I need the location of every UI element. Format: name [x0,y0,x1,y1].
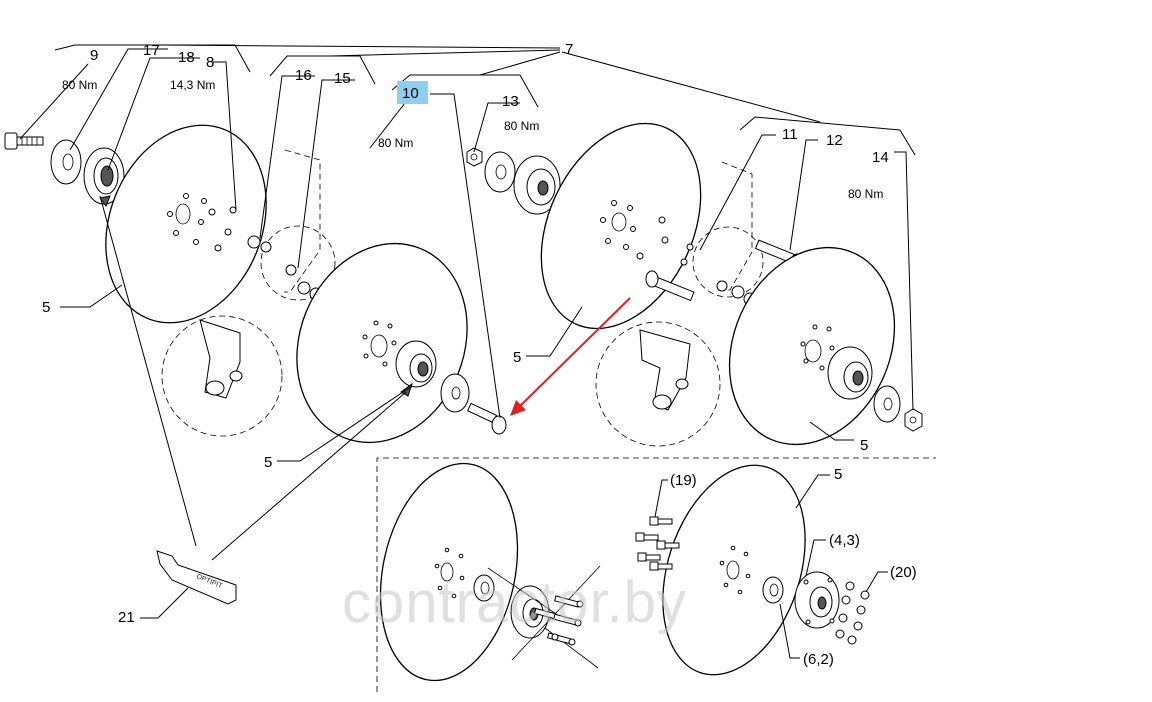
lower-right-arm-detail [595,321,721,447]
torque-9: 80 Nm [62,78,97,92]
callout-13: 13 [502,93,519,110]
torque-10: 80 Nm [378,136,413,150]
disc-right-upper-bolts [600,200,694,266]
callout-labels: 7 9 80 Nm 17 18 8 14,3 Nm 16 15 10 80 Nm… [42,41,917,668]
callout-10-highlight [397,81,428,104]
hub-lower-left [395,340,437,397]
callout-8: 8 [206,54,214,71]
hub-18 [83,147,125,208]
watermark: contractor.by [342,570,687,635]
lower-left-arm-detail [161,315,283,437]
callout-6-2: (6,2) [803,651,834,668]
callout-7: 7 [565,41,573,58]
callout-5-upper-left: 5 [42,299,50,316]
callout-5-right-lower: 5 [860,437,868,454]
disc-right-lower [728,246,896,446]
disc-right-lower-holes [800,324,835,371]
bolt-10 [466,402,507,435]
inset-bearing-left [473,574,495,602]
inset-hub-right [794,571,840,629]
callout-5-inset: 5 [834,466,842,483]
callout-9: 9 [90,47,98,64]
nut-14 [904,408,923,432]
inset-disc-right-holes [719,545,751,595]
inset-detail [376,457,936,692]
hub-right-lower [827,346,873,400]
inset-nuts-20 [835,581,870,645]
inset-hub-left [510,585,550,639]
callout-5-right-upper: 5 [513,349,521,366]
bolt-11 [645,270,695,302]
disc-upper-left-bolts [167,193,237,252]
callout-15: 15 [334,70,351,87]
right-assembly [466,122,923,447]
callout-4-3: (4,3) [829,532,860,549]
callout-18: 18 [178,49,195,66]
inset-disc-left-holes [434,547,465,599]
torque-8: 14,3 Nm [170,78,215,92]
callout-14: 14 [872,149,889,166]
inset-bearing-right [762,576,784,604]
bolt-9 [4,132,44,150]
callout-19: (19) [670,472,697,489]
callout-5-lower-left: 5 [264,454,272,471]
disc-lower-left-holes [362,320,397,367]
red-arrow [510,297,631,416]
disc-upper-left [105,124,267,324]
leader-lines [19,48,914,659]
grease-tube-21: OPTIPIT [156,550,237,605]
callout-16: 16 [295,67,312,84]
callout-12: 12 [826,132,843,149]
nut-13 [466,147,483,167]
callout-17: 17 [143,42,160,59]
arm-bracket-16 [284,149,321,293]
callout-11: 11 [782,126,798,143]
disc-lower-left [296,242,468,444]
disc-right-upper [540,122,702,330]
washer-17 [50,139,82,185]
callout-10: 10 [402,85,419,102]
torque-14: 80 Nm [848,187,883,201]
arm-bracket-11 [718,161,753,291]
hub-right-upper [513,155,561,215]
washer-14 [873,385,901,423]
inset-bolts-19 [635,516,680,571]
callout-21: 21 [118,609,135,626]
washer-lower-left [440,373,470,413]
washer-13 [484,151,516,193]
callout-20: (20) [890,564,917,581]
left-assembly: OPTIPIT [4,124,507,605]
inset-bolts-left [533,595,584,646]
torque-13: 80 Nm [504,119,539,133]
